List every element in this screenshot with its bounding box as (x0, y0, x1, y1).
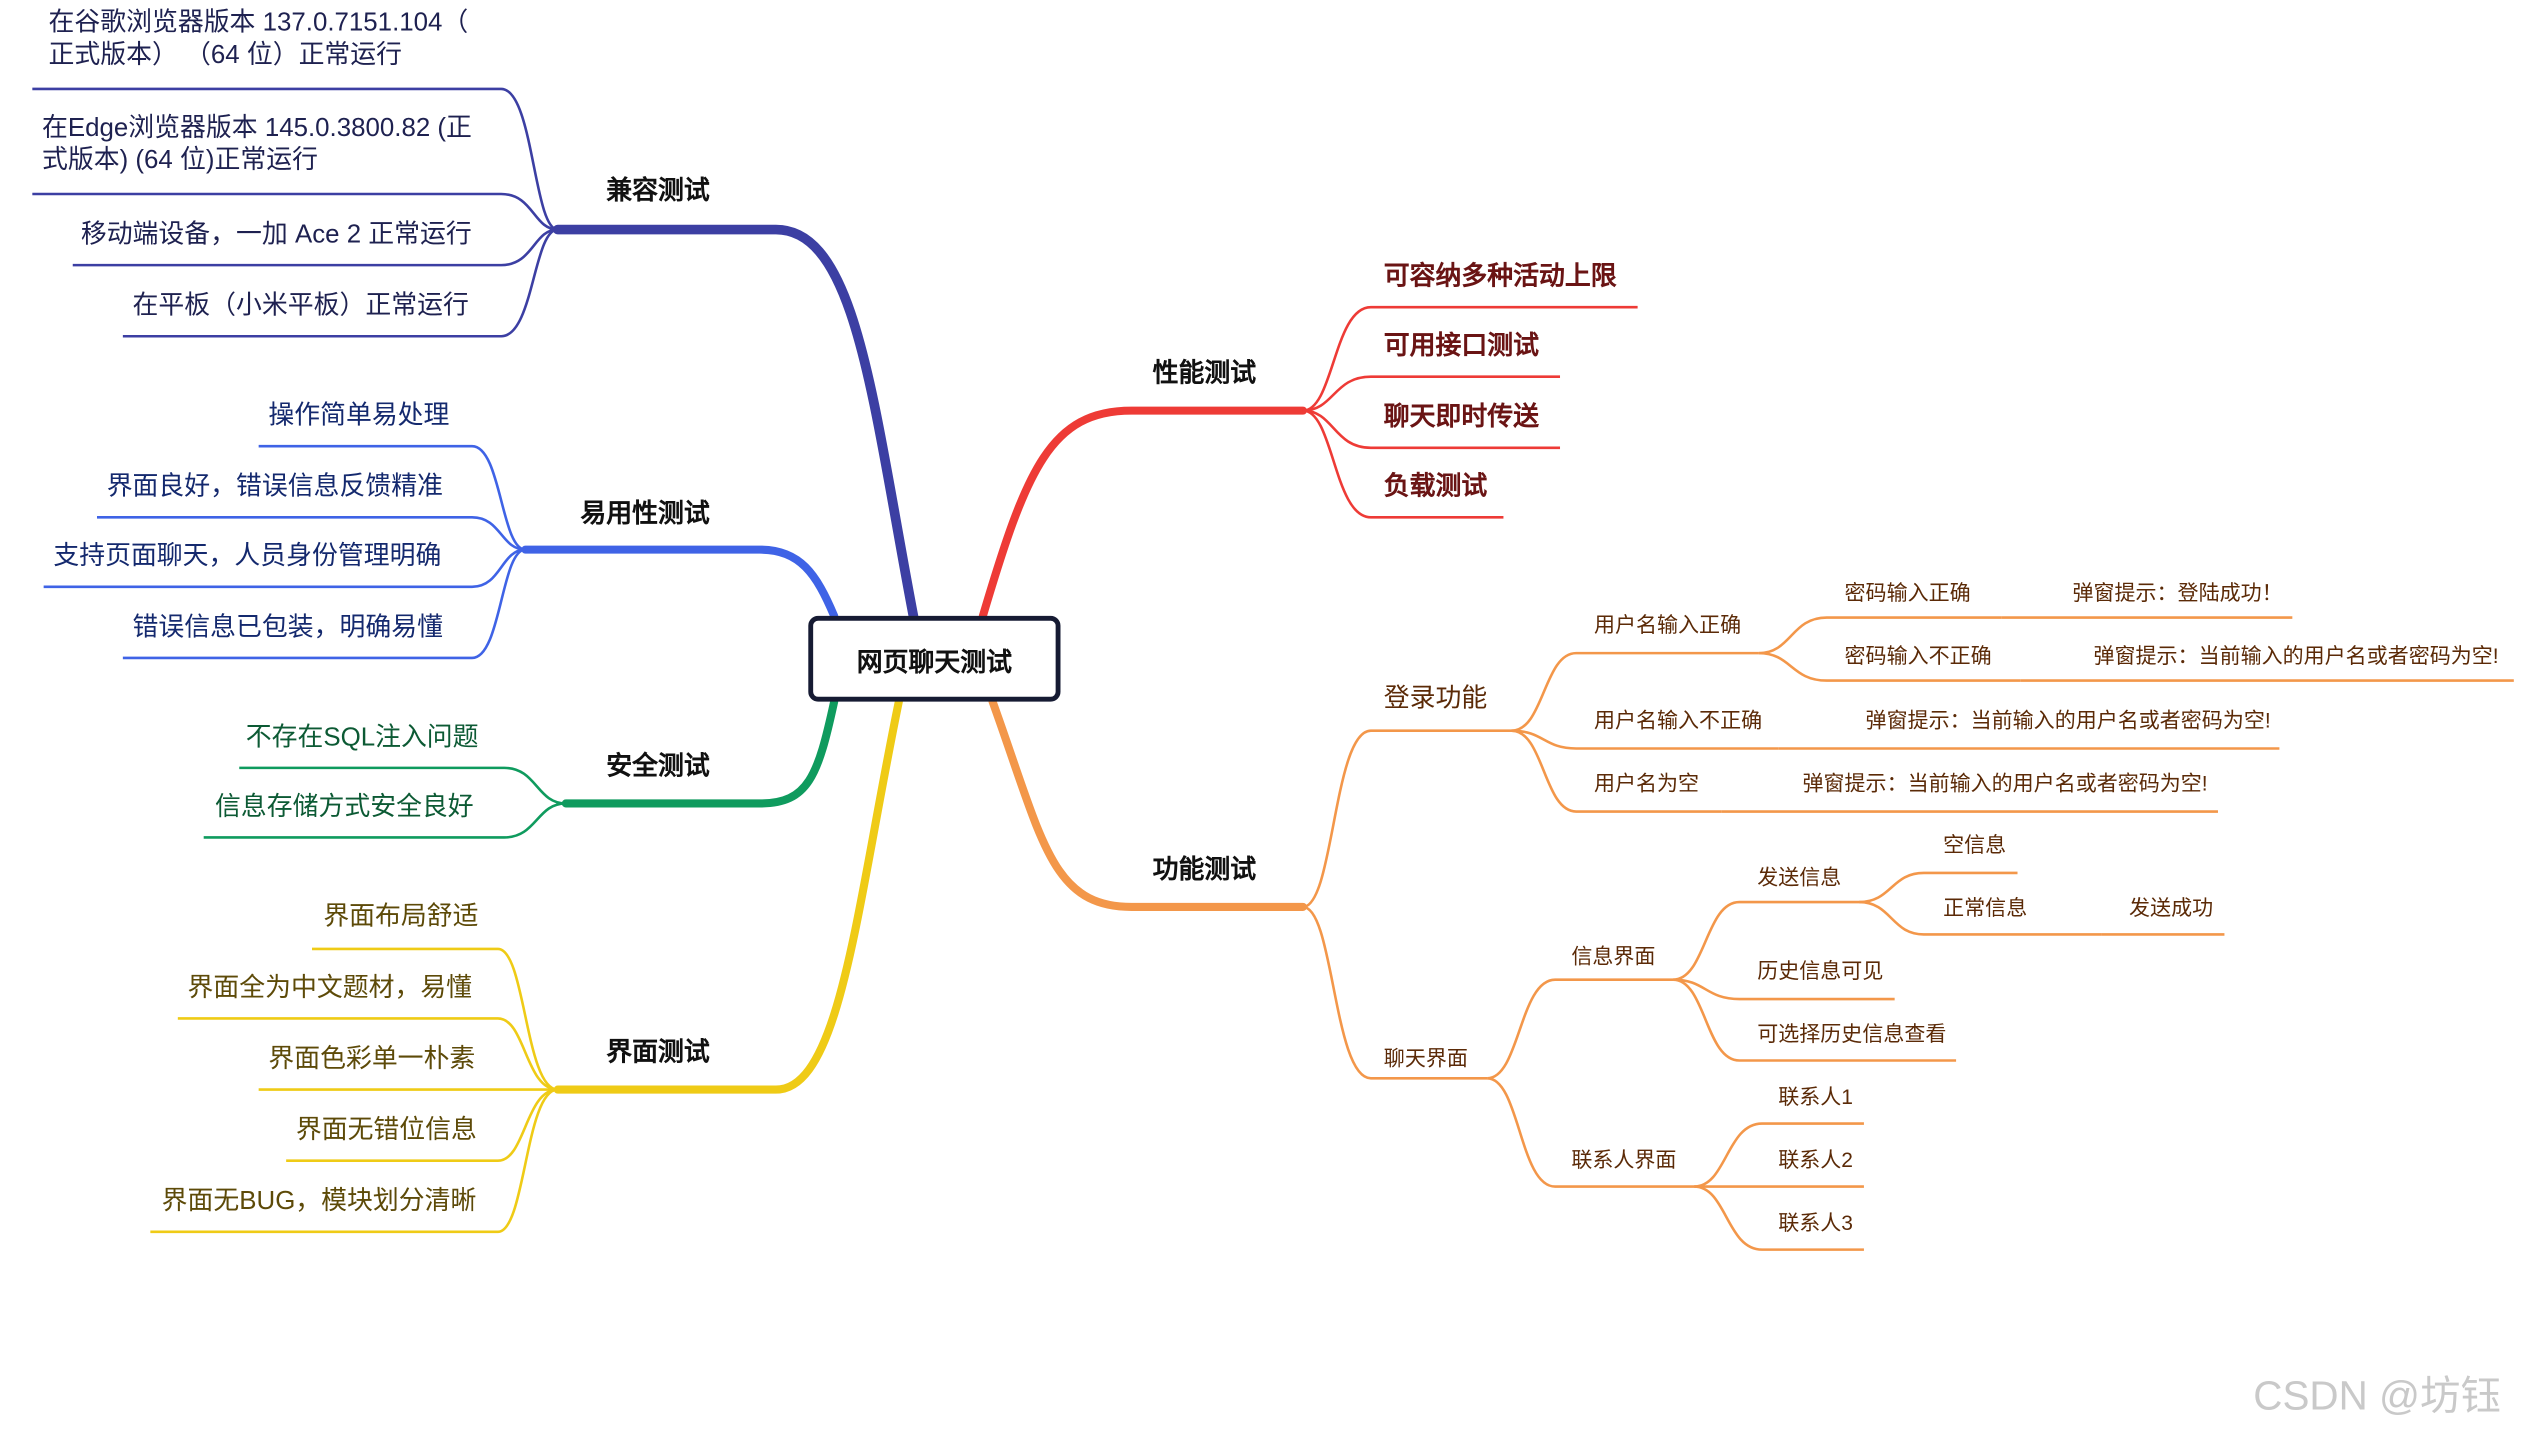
login-user-wrong-result[interactable]: 弹窗提示：当前输入的用户名或者密码为空! (1865, 708, 2271, 733)
branch-security (561, 697, 839, 808)
chat-history-select[interactable]: 可选择历史信息查看 (1757, 1021, 1947, 1046)
login-pw-wrong-result[interactable]: 弹窗提示：当前输入的用户名或者密码为空! (2093, 643, 2499, 668)
compat-item-3[interactable]: 移动端设备，一加 Ace 2 正常运行 (80, 221, 472, 249)
contact-2[interactable]: 联系人2 (1778, 1147, 1854, 1173)
branch-ui (553, 697, 903, 1094)
chat-history[interactable]: 历史信息可见 (1757, 958, 1884, 983)
login-pw-correct-result[interactable]: 弹窗提示：登陆成功！ (2072, 580, 2283, 605)
security-item-1[interactable]: 不存在SQL注入问题 (245, 724, 479, 752)
login-user-empty-result[interactable]: 弹窗提示：当前输入的用户名或者密码为空! (1802, 771, 2208, 796)
topic-function[interactable]: 功能测试 (1152, 856, 1257, 885)
topic-performance[interactable]: 性能测试 (1152, 360, 1257, 388)
ui-item-4[interactable]: 界面无错位信息 (295, 1117, 477, 1145)
watermark: CSDN @坊钰 (2253, 1374, 2501, 1420)
login-user-empty[interactable]: 用户名为空 (1593, 771, 1700, 796)
security-item-2[interactable]: 信息存储方式安全良好 (215, 793, 474, 822)
root-node[interactable]: 网页聊天测试 (808, 615, 1061, 702)
chat-contacts-page[interactable]: 联系人界面 (1571, 1147, 1677, 1173)
chat-empty-msg[interactable]: 空信息 (1943, 832, 2007, 857)
performance-item-4[interactable]: 负载测试 (1383, 473, 1488, 502)
usability-item-1[interactable]: 操作简单易处理 (268, 402, 450, 431)
contact-3[interactable]: 联系人3 (1778, 1210, 1854, 1236)
compat-item-4[interactable]: 在平板（小米平板）正常运行 (132, 292, 469, 321)
topic-usability[interactable]: 易用性测试 (580, 501, 710, 529)
topic-ui[interactable]: 界面测试 (606, 1039, 710, 1067)
login-pw-wrong[interactable]: 密码输入不正确 (1844, 643, 1992, 668)
branch-compat (552, 224, 919, 621)
branch-usability (521, 545, 839, 620)
chat-send[interactable]: 发送信息 (1757, 864, 1842, 890)
usability-item-3[interactable]: 支持页面聊天，人员身份管理明确 (53, 543, 442, 571)
chat-node[interactable]: 聊天界面 (1383, 1045, 1468, 1071)
chat-normal-msg[interactable]: 正常信息 (1943, 895, 2028, 920)
login-node[interactable]: 登录功能 (1383, 685, 1488, 713)
compat-item-1[interactable]: 在谷歌浏览器版本 137.0.7151.104（ 正式版本） （64 位）正常运… (48, 9, 469, 70)
usability-item-2[interactable]: 界面良好，错误信息反馈精准 (106, 473, 443, 502)
login-pw-correct[interactable]: 密码输入正确 (1844, 580, 1971, 605)
branch-function (988, 697, 1308, 911)
chat-send-success[interactable]: 发送成功 (2129, 895, 2214, 920)
usability-item-4[interactable]: 错误信息已包装，明确易懂 (132, 614, 443, 642)
performance-item-1[interactable]: 可容纳多种活动上限 (1383, 263, 1617, 291)
compat-item-2[interactable]: 在Edge浏览器版本 145.0.3800.82 (正 式版本) (64 位)正… (42, 114, 472, 175)
ui-item-2[interactable]: 界面全为中文题材，易懂 (187, 974, 473, 1003)
login-user-wrong[interactable]: 用户名输入不正确 (1593, 708, 1763, 733)
login-user-correct[interactable]: 用户名输入正确 (1593, 612, 1742, 637)
performance-item-2[interactable]: 可用接口测试 (1383, 333, 1540, 361)
ui-item-3[interactable]: 界面色彩单一朴素 (268, 1045, 476, 1074)
chat-info-page[interactable]: 信息界面 (1571, 944, 1656, 969)
contact-1[interactable]: 联系人1 (1778, 1084, 1854, 1109)
performance-item-3[interactable]: 聊天即时传送 (1383, 404, 1540, 432)
topic-security[interactable]: 安全测试 (606, 753, 710, 781)
ui-item-1[interactable]: 界面布局舒适 (323, 903, 479, 932)
ui-item-5[interactable]: 界面无BUG，模块划分清晰 (161, 1188, 477, 1216)
branch-performance (978, 406, 1308, 620)
topic-compat[interactable]: 兼容测试 (606, 177, 710, 206)
